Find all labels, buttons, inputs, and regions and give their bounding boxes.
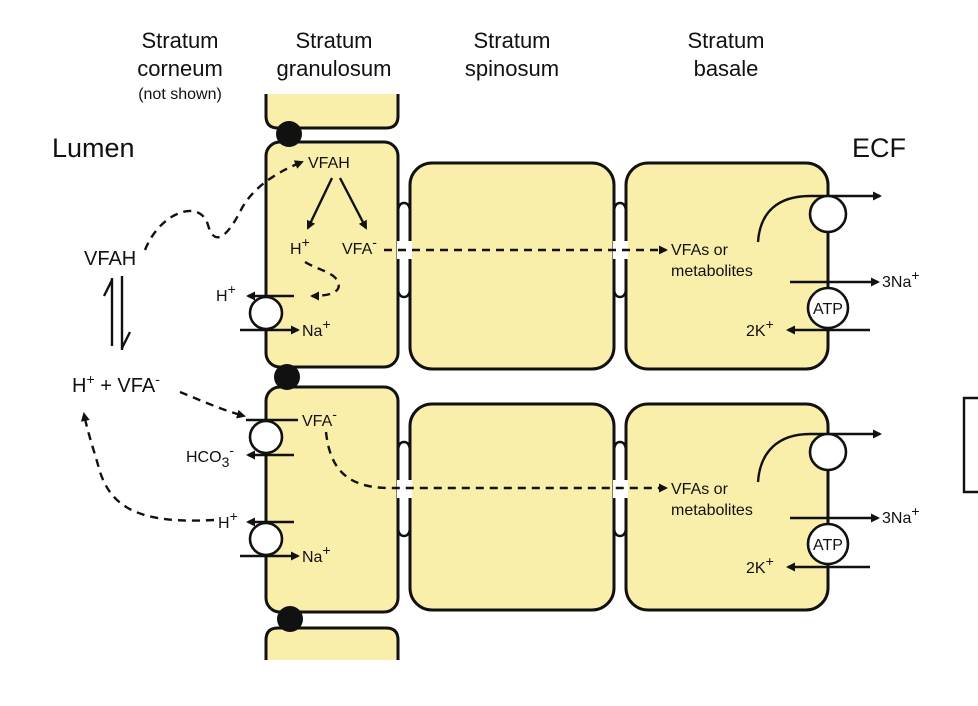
header-stratum-granulosum: Stratum granulosum [277, 28, 392, 81]
h-release-to-lumen-arrow [80, 412, 215, 522]
lower-bicarbonate-label: HCO3- [186, 442, 234, 470]
svg-text:basale: basale [694, 56, 759, 81]
svg-text:Stratum: Stratum [141, 28, 218, 53]
spinosum-cell-lower [408, 402, 616, 612]
upper-cell-vfah-label: VFAH [308, 155, 350, 172]
spinosum-cell-upper [408, 161, 616, 371]
gap-junction-upper-2 [612, 201, 628, 299]
lower-vfa-exit-arrow [756, 429, 882, 483]
upper-na-k-atpase: ATP [786, 232, 880, 335]
lower-atp-label: ATP [813, 537, 843, 554]
h-recycle-arrow [304, 260, 340, 301]
svg-text:spinosum: spinosum [465, 56, 559, 81]
granulosum-cell-upper [264, 140, 400, 369]
svg-text:Stratum: Stratum [473, 28, 550, 53]
lower-nhe-h-label: H+ [218, 508, 238, 532]
header-stratum-basale: Stratum basale [687, 28, 764, 81]
upper-pump-k-label: 2K+ [746, 316, 774, 340]
ecf-label: ECF [852, 133, 906, 163]
upper-vfa-exit-arrow [756, 191, 882, 243]
upper-cell-vfa-label: VFA- [342, 234, 377, 258]
lower-metabolites-line2: metabolites [671, 502, 753, 519]
lumen-label: Lumen [52, 133, 135, 163]
upper-cell-h-label: H+ [290, 234, 310, 258]
upper-vfa-exit-transporter [808, 194, 848, 234]
svg-text:Stratum: Stratum [687, 28, 764, 53]
granulosum-cell-top-partial [264, 94, 400, 130]
right-edge-fragment [962, 396, 978, 494]
upper-nhe-h-label: H+ [216, 281, 236, 305]
dissociation-arrow-vfa [338, 177, 368, 230]
svg-text:granulosum: granulosum [277, 56, 392, 81]
lower-cell-vfa-label: VFA- [302, 406, 337, 430]
vfa-uptake-arrow [179, 390, 246, 419]
granulosum-cell-bottom-partial [264, 626, 400, 660]
header-stratum-corneum: Stratum corneum (not shown) [137, 28, 223, 103]
upper-metabolites-line2: metabolites [671, 263, 753, 280]
lower-pump-na-label: 3Na+ [882, 503, 920, 527]
svg-text:(not shown): (not shown) [138, 86, 222, 103]
lower-nhe-na-label: Na+ [302, 542, 331, 566]
upper-metabolites-line1: VFAs or [671, 242, 729, 259]
tight-junction-bottom [277, 606, 303, 632]
lower-vfa-exit-transporter [808, 432, 848, 472]
lower-pump-k-label: 2K+ [746, 553, 774, 577]
upper-pump-na-label: 3Na+ [882, 267, 920, 291]
upper-nhe-na-label: Na+ [302, 316, 331, 340]
upper-nhe-exchanger [240, 291, 300, 335]
gap-junction-lower-1 [396, 440, 412, 538]
lower-na-k-atpase: ATP [786, 470, 880, 572]
lower-nhe-exchanger [240, 517, 300, 561]
lower-metabolites-line1: VFAs or [671, 481, 729, 498]
svg-text:Stratum: Stratum [295, 28, 372, 53]
header-stratum-spinosum: Stratum spinosum [465, 28, 559, 81]
equilibrium-arrows [102, 276, 132, 350]
upper-atp-label: ATP [813, 301, 843, 318]
lumen-h-plus-vfa-minus: H+ + VFA- [72, 371, 160, 397]
lumen-vfah-label: VFAH [84, 248, 136, 270]
dissociation-arrow-h [306, 177, 334, 230]
svg-text:corneum: corneum [137, 56, 223, 81]
tight-junction-top [276, 121, 302, 147]
tight-junction-middle [274, 364, 300, 390]
vfah-diffusion-arrow [143, 160, 304, 251]
lower-vfa-hco3-exchanger [246, 418, 298, 460]
